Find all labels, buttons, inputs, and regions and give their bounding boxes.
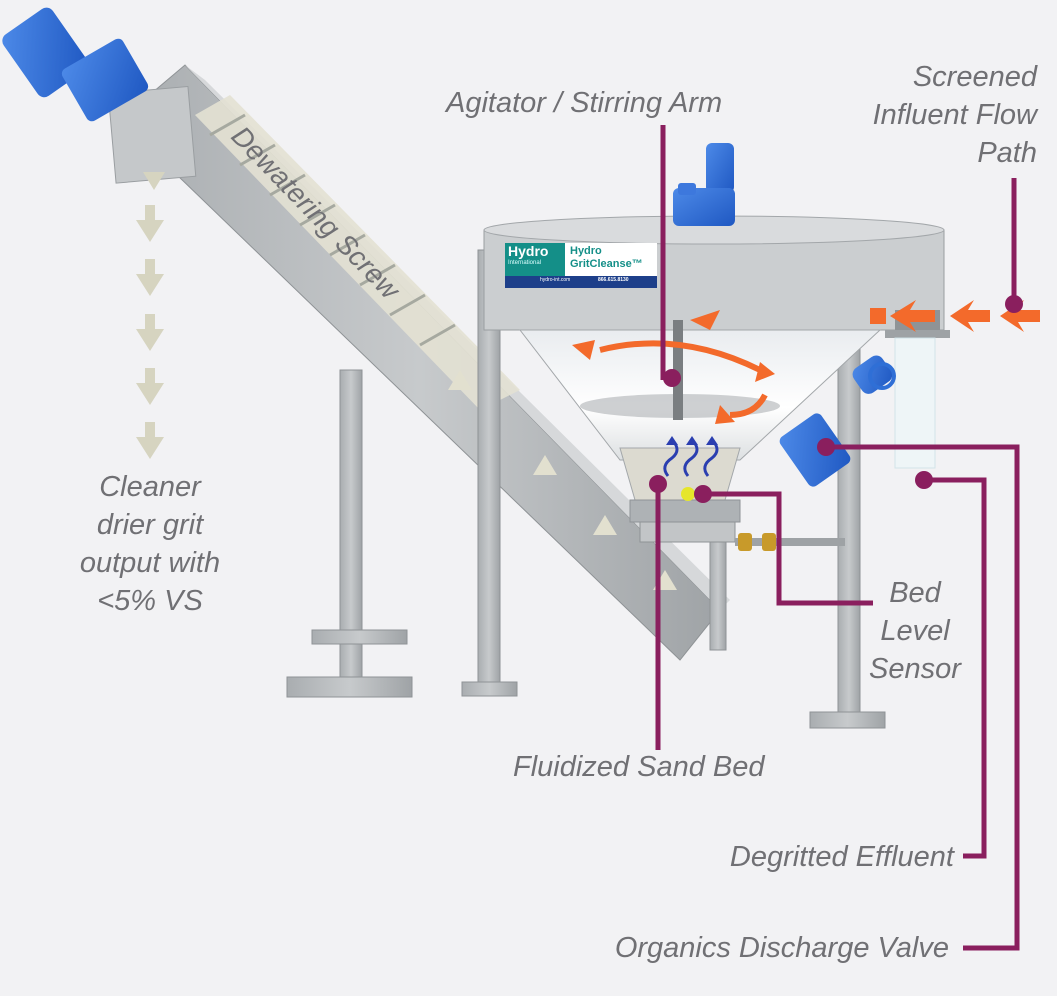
brand-plate bbox=[505, 243, 657, 288]
brand-product-line2: GritCleanse™ bbox=[570, 258, 643, 270]
callout-degritted-effluent bbox=[924, 477, 987, 859]
label-influent: Screened Influent Flow Path bbox=[872, 61, 1037, 169]
label-organics-discharge-valve: Organics Discharge Valve bbox=[614, 932, 949, 964]
brand-footer-web: hydro-int.com bbox=[540, 277, 571, 283]
label-agitator: Agitator / Stirring Arm bbox=[446, 87, 723, 119]
brand-product-line1: Hydro bbox=[570, 245, 602, 257]
brand-footer-phone: 866.615.8130 bbox=[598, 277, 629, 283]
callout-bed-sensor bbox=[703, 491, 873, 606]
callout-dots bbox=[649, 295, 1023, 503]
organics-valve-body bbox=[779, 355, 896, 487]
screw-drive-motor bbox=[2, 7, 149, 122]
callout-organics-valve bbox=[826, 444, 1020, 951]
screw-support-legs bbox=[286, 369, 413, 698]
dewatering-screw-conveyor bbox=[2, 7, 730, 698]
brand-logo-sub: International bbox=[508, 260, 542, 266]
callout-lines bbox=[655, 125, 1020, 951]
agitator-shaft bbox=[673, 320, 683, 420]
agitator-motor bbox=[673, 143, 735, 226]
label-bed-level-sensor: Bed Level Sensor bbox=[869, 577, 961, 685]
gritcleanse-tank bbox=[461, 143, 1040, 729]
label-fluidized-sand-bed: Fluidized Sand Bed bbox=[513, 751, 765, 783]
label-grit-output: Cleaner drier grit output with <5% VS bbox=[79, 471, 221, 617]
brand-logo-word: Hydro bbox=[508, 243, 549, 259]
bed-level-sensor bbox=[681, 487, 695, 501]
grit-output-arrows bbox=[136, 172, 165, 459]
influent-flow-arrows bbox=[572, 300, 1040, 424]
label-degritted-effluent: Degritted Effluent bbox=[729, 841, 954, 873]
fluidization-arrows bbox=[663, 438, 719, 477]
